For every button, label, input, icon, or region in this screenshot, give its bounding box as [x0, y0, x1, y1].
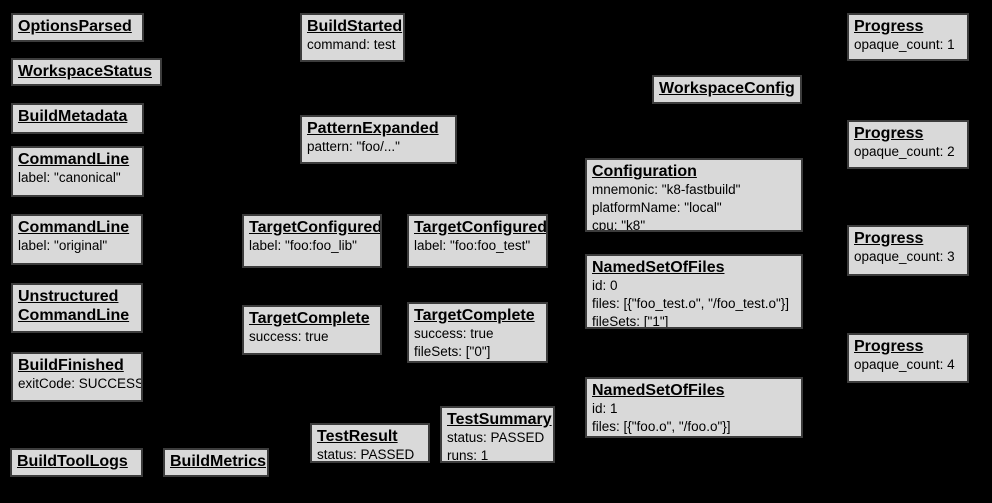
event-field: label: "original"	[18, 238, 108, 254]
event-title: BuildToolLogs	[17, 453, 128, 470]
event-box-build-started: BuildStarted command: test	[300, 13, 405, 62]
event-title: Progress	[854, 125, 924, 142]
event-box-progress-1: Progress opaque_count: 1	[847, 13, 969, 61]
event-field: exitCode: SUCCESS	[18, 376, 143, 392]
event-title: BuildMetrics	[170, 453, 267, 470]
event-box-options-parsed: OptionsParsed	[11, 13, 144, 42]
event-box-target-complete-foo-lib: TargetComplete success: true	[242, 305, 382, 355]
event-field: id: 0	[592, 278, 618, 294]
event-field: fileSets: ["0"]	[414, 344, 491, 360]
event-box-pattern-expanded: PatternExpanded pattern: "foo/..."	[300, 115, 457, 164]
event-field: command: test	[307, 37, 396, 53]
event-title: WorkspaceConfig	[659, 80, 795, 97]
event-field: label: "foo:foo_lib"	[249, 238, 357, 254]
event-box-workspace-status: WorkspaceStatus	[11, 58, 162, 86]
event-box-named-set-of-files-0: NamedSetOfFiles id: 0 files: [{"foo_test…	[585, 254, 803, 329]
event-box-named-set-of-files-1: NamedSetOfFiles id: 1 files: [{"foo.o", …	[585, 377, 803, 438]
event-box-progress-4: Progress opaque_count: 4	[847, 333, 969, 383]
event-field: mnemonic: "k8-fastbuild"	[592, 182, 741, 198]
event-field: success: true	[414, 326, 494, 342]
event-title: TestResult	[317, 428, 398, 445]
event-title: NamedSetOfFiles	[592, 259, 725, 276]
event-field: status: PASSED	[447, 430, 545, 446]
event-box-target-complete-foo-test: TargetComplete success: true fileSets: […	[407, 302, 548, 363]
event-field: files: [{"foo.o", "/foo.o"}]	[592, 419, 731, 435]
event-field: opaque_count: 1	[854, 37, 955, 53]
event-field: status: PASSED	[317, 447, 415, 463]
event-title: Progress	[854, 338, 924, 355]
event-title: OptionsParsed	[18, 18, 132, 35]
event-title: TargetComplete	[414, 307, 535, 324]
event-field: runs: 1	[447, 448, 489, 463]
event-box-build-metrics: BuildMetrics	[163, 448, 269, 477]
event-title: BuildFinished	[18, 357, 124, 374]
event-box-workspace-config: WorkspaceConfig	[652, 75, 802, 104]
event-title: Unstructured CommandLine	[18, 288, 130, 325]
event-title: CommandLine	[18, 151, 130, 168]
event-box-target-configured-foo-lib: TargetConfigured label: "foo:foo_lib"	[242, 214, 382, 268]
event-box-command-line-original: CommandLine label: "original"	[11, 214, 143, 265]
event-title: TargetConfigured	[249, 219, 382, 236]
event-box-command-line-canonical: CommandLine label: "canonical"	[11, 146, 144, 197]
event-field: files: [{"foo_test.o", "/foo_test.o"}]	[592, 296, 790, 312]
event-box-progress-2: Progress opaque_count: 2	[847, 120, 969, 169]
event-field: platformName: "local"	[592, 200, 722, 216]
event-field: fileSets: ["1"]	[592, 314, 669, 329]
event-field: id: 1	[592, 401, 618, 417]
event-title: NamedSetOfFiles	[592, 382, 725, 399]
event-box-target-configured-foo-test: TargetConfigured label: "foo:foo_test"	[407, 214, 548, 268]
event-title: BuildStarted	[307, 18, 403, 35]
event-field: success: true	[249, 329, 329, 345]
event-title: Progress	[854, 230, 924, 247]
event-title: PatternExpanded	[307, 120, 439, 137]
event-box-test-summary: TestSummary status: PASSED runs: 1	[440, 406, 555, 463]
event-field: opaque_count: 3	[854, 249, 955, 265]
event-box-build-finished: BuildFinished exitCode: SUCCESS	[11, 352, 143, 402]
event-title: Configuration	[592, 163, 697, 180]
event-title: CommandLine	[18, 219, 130, 236]
event-field: cpu: "k8"	[592, 218, 646, 232]
event-field: opaque_count: 2	[854, 144, 955, 160]
event-field: pattern: "foo/..."	[307, 139, 400, 155]
event-box-configuration: Configuration mnemonic: "k8-fastbuild" p…	[585, 158, 803, 232]
event-box-test-result: TestResult status: PASSED	[310, 423, 430, 463]
event-title: WorkspaceStatus	[18, 63, 152, 80]
event-title: TestSummary	[447, 411, 552, 428]
event-field: label: "foo:foo_test"	[414, 238, 531, 254]
event-box-build-metadata: BuildMetadata	[11, 103, 144, 134]
event-box-progress-3: Progress opaque_count: 3	[847, 225, 969, 276]
event-title: TargetComplete	[249, 310, 370, 327]
event-box-build-tool-logs: BuildToolLogs	[10, 448, 143, 477]
event-field: opaque_count: 4	[854, 357, 955, 373]
event-title: TargetConfigured	[414, 219, 548, 236]
event-box-unstructured-command-line: Unstructured CommandLine	[11, 283, 143, 333]
event-title: Progress	[854, 18, 924, 35]
event-field: label: "canonical"	[18, 170, 121, 186]
event-title: BuildMetadata	[18, 108, 128, 125]
